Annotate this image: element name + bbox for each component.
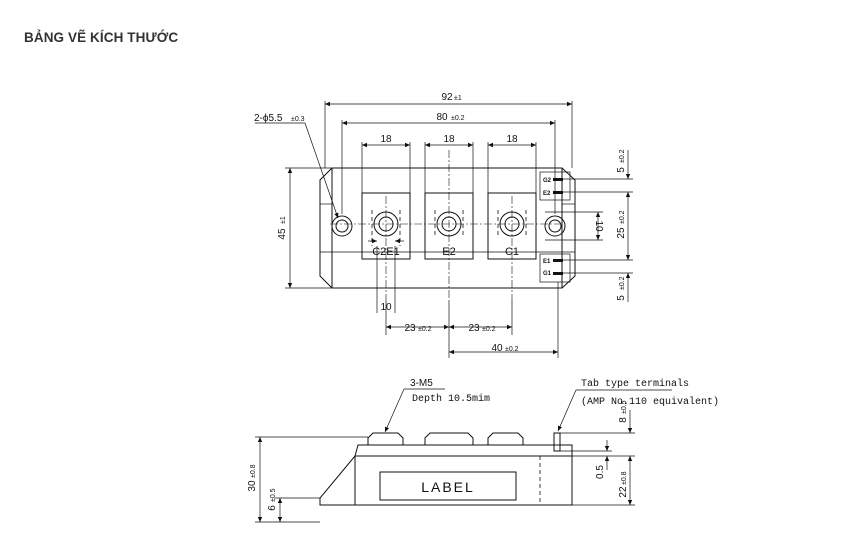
dim-terminal-spacing-2-tol: ±0.2 [482, 326, 496, 333]
gate-label-g1: G1 [543, 271, 552, 277]
dim-total-height-tol: ±0.8 [250, 464, 257, 478]
dim-mount-pitch-tol: ±0.2 [451, 115, 465, 122]
terminal-label-c2e1: C2E1 [372, 246, 400, 258]
tab-terminal [553, 432, 561, 452]
dim-terminal-spacing-1: 23 [404, 323, 416, 334]
top-view-outline [319, 167, 576, 289]
gate-label-e1: E1 [543, 259, 551, 265]
dim-tab-offset: 0.5 [595, 465, 606, 479]
dim-gate-spacing-bottom: 5 [616, 295, 627, 301]
dim-terminal-width-2: 18 [443, 134, 455, 145]
dim-height-tol: ±1 [280, 216, 287, 224]
dim-terminal-spacing-1-tol: ±0.2 [418, 326, 432, 333]
dim-mount-hole: 2-ϕ5.5 [254, 113, 283, 124]
dim-terminal-width-3: 18 [506, 134, 518, 145]
dim-gate-spacing-top-tol: ±0.2 [619, 149, 626, 163]
gate-label-e2: E2 [543, 191, 551, 197]
dim-gate-spacing-bottom-tol: ±0.2 [619, 276, 626, 290]
dim-total-height: 30 [247, 480, 258, 492]
terminal-label-c1: C1 [505, 246, 519, 258]
dim-mount-pitch: 80 [436, 112, 448, 123]
tab-note-line-2: (AMP No.110 equivalent) [581, 396, 719, 408]
dim-mount-hole-tol: ±0.3 [291, 116, 305, 123]
dim-terminal-width-1: 18 [380, 134, 392, 145]
screw-label: 3-M5 [410, 378, 433, 389]
terminal-label-e2: E2 [442, 246, 455, 258]
svg-text:92: 92 [441, 92, 453, 103]
tab-note-line-1: Tab type terminals [581, 378, 689, 390]
dim-overall-width: 92 [441, 92, 453, 103]
mount-hole-left [331, 215, 353, 237]
dim-terminal-span-tol: ±0.2 [505, 346, 519, 353]
dim-height: 45 [277, 228, 288, 240]
screw-depth: Depth 10.5mim [412, 393, 490, 405]
dim-tab-height: 8 [618, 417, 629, 423]
dim-gate-spacing-top: 5 [616, 167, 627, 173]
dim-overall-width-tol: ±1 [454, 95, 462, 102]
dim-terminal-row-spacing: 25 [616, 227, 627, 239]
dim-base-thickness: 6 [267, 505, 278, 511]
dim-body-height: 22 [618, 486, 629, 498]
dim-body-height-tol: ±0.8 [621, 471, 628, 485]
label-box [379, 471, 517, 501]
gate-label-g2: G2 [543, 178, 552, 184]
dim-tab-height-tol: ±0.5 [621, 400, 628, 414]
mount-hole-right [544, 215, 566, 237]
page-title: BẢNG VẼ KÍCH THƯỚC [24, 30, 179, 45]
dim-terminal-spacing-2: 23 [468, 323, 480, 334]
side-view-outline [319, 444, 573, 506]
dim-terminal-row-spacing-tol: ±0.2 [619, 210, 626, 224]
dim-terminal-hole-height: 10 [593, 220, 604, 232]
label-text: LABEL [421, 479, 475, 495]
dim-terminal-span: 40 [491, 343, 503, 354]
side-view: LABEL 3-M5 Depth 10.5mim Tab type termin… [247, 378, 719, 523]
dim-base-thickness-tol: ±0.5 [270, 488, 277, 502]
top-view: C2E1 E2 C1 G2 E2 E1 G1 92 ±1 80 ±0.2 18 [254, 92, 633, 358]
